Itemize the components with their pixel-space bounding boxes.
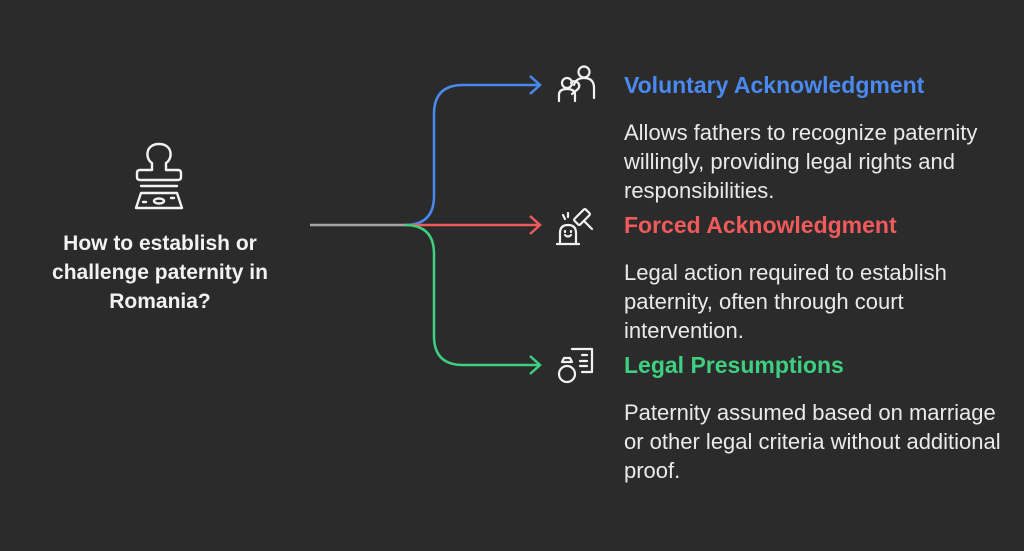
branch-title-presumptions: Legal Presumptions (624, 352, 844, 378)
branch-title-forced: Forced Acknowledgment (624, 212, 897, 238)
arrowhead-voluntary (529, 75, 542, 95)
gavel-siren-icon (555, 208, 594, 246)
connector-voluntary (404, 83, 539, 227)
ring-document-icon (557, 347, 594, 384)
branch-description-presumptions: Paternity assumed based on marriage or o… (624, 400, 1001, 483)
branch-description-voluntary: Allows fathers to recognize paternity wi… (624, 120, 978, 203)
branch-description-forced: Legal action required to establish pater… (624, 260, 947, 343)
parent-child-icon (557, 65, 596, 103)
stamp-icon (134, 142, 184, 210)
connector-presumptions (404, 223, 539, 367)
arrowhead-presumptions (529, 355, 542, 375)
branch-title-voluntary: Voluntary Acknowledgment (624, 72, 925, 98)
arrowhead-forced (529, 215, 542, 235)
root-question: How to establish or challenge paternity … (52, 232, 268, 313)
